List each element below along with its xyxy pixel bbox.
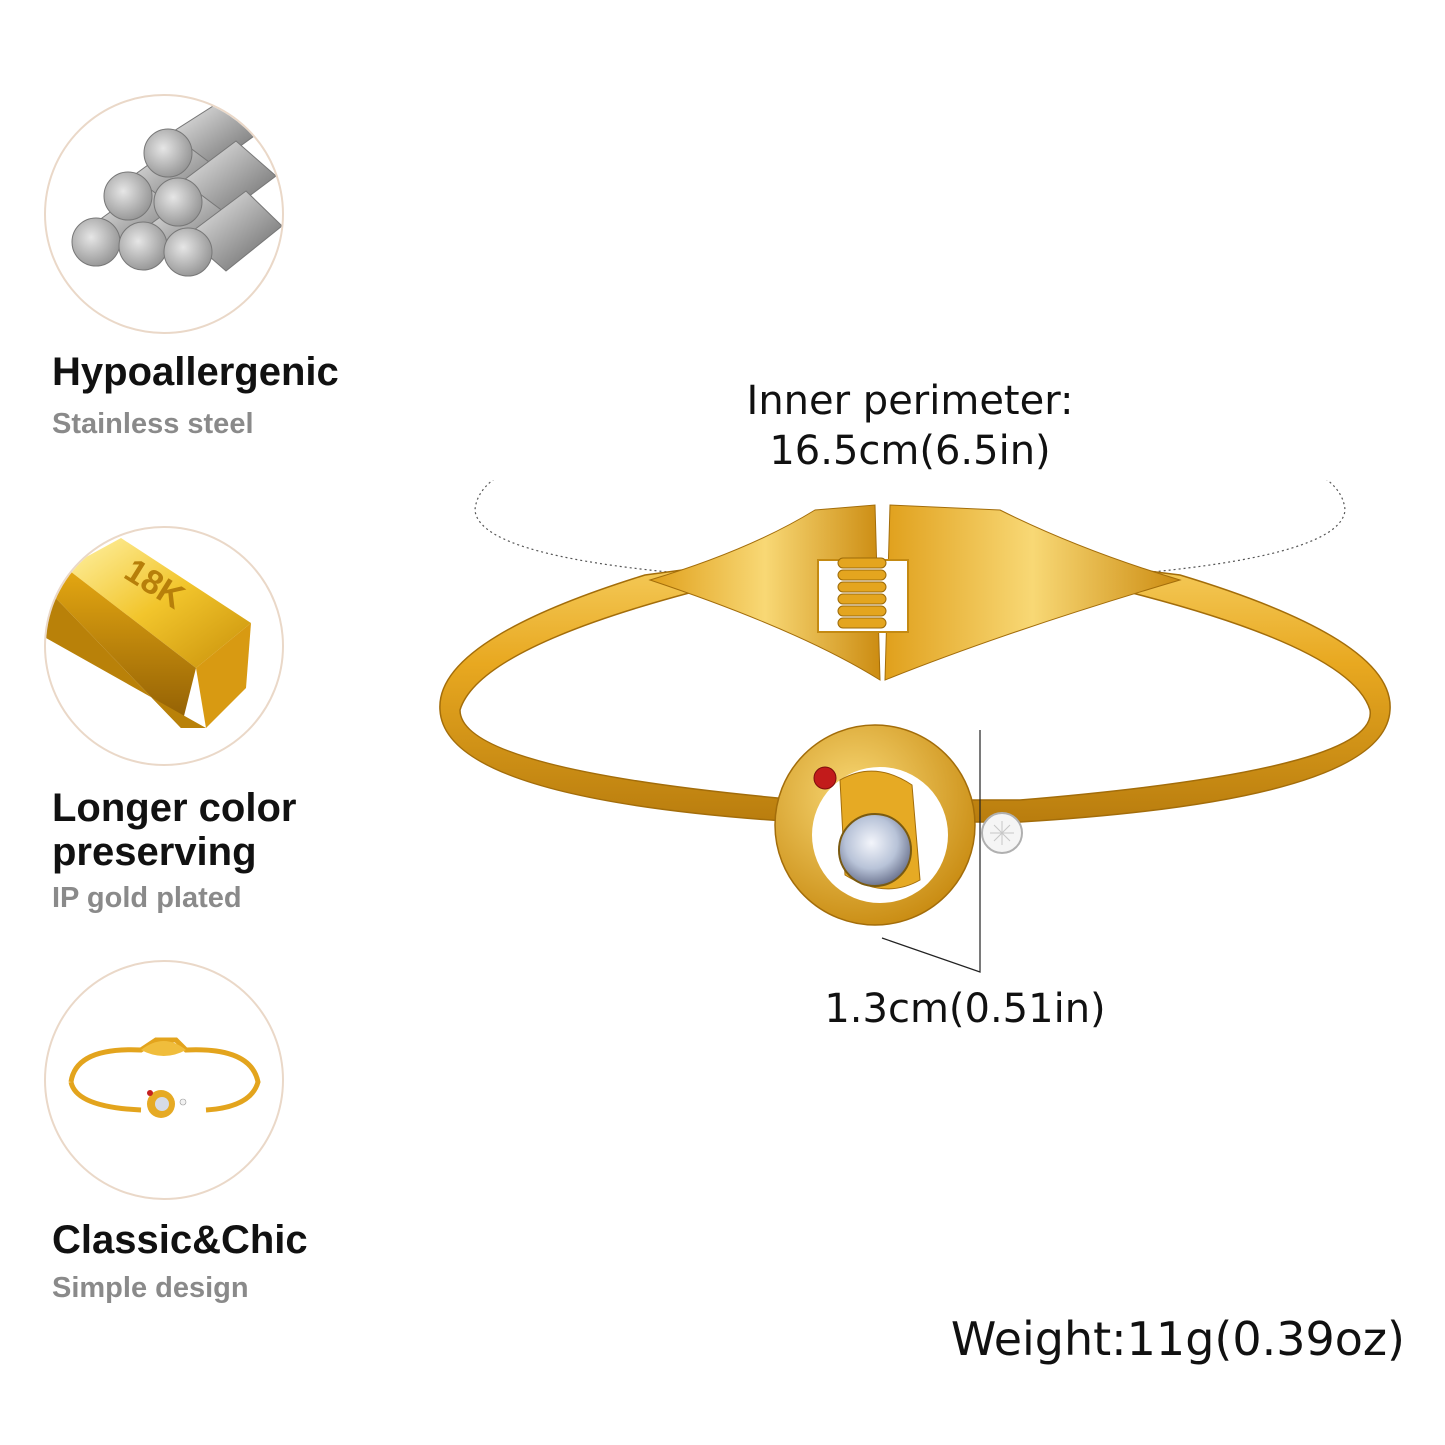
steel-rods-icon xyxy=(71,100,282,277)
hinge-plate-left xyxy=(648,504,881,681)
red-gem xyxy=(813,766,837,790)
gold-bar-image: 18K xyxy=(44,526,284,766)
weight-label: Weight:11g(0.39oz) xyxy=(950,1312,1405,1366)
feature-subtitle-simple: Simple design xyxy=(52,1272,249,1304)
feature-title-color: Longer color preserving xyxy=(52,786,297,874)
hinge-spring xyxy=(817,557,909,633)
bangle-product-image xyxy=(439,480,1391,973)
gold-bar-icon: 18K xyxy=(46,538,251,728)
bangle-band xyxy=(439,534,1391,823)
steel-rods-image xyxy=(44,94,284,334)
perimeter-value: 16.5cm(6.5in) xyxy=(769,428,1051,474)
feature-subtitle-stainless: Stainless steel xyxy=(52,408,254,440)
feature-subtitle-ip-gold: IP gold plated xyxy=(52,882,242,914)
perimeter-label: Inner perimeter: xyxy=(746,378,1074,424)
bangle-thumbnail-icon xyxy=(68,1037,261,1118)
pendant xyxy=(774,724,1023,926)
projection-stone xyxy=(838,813,912,887)
bangle-thumbnail-image xyxy=(44,960,284,1200)
pendant-size-label: 1.3cm(0.51in) xyxy=(824,986,1106,1032)
pendant-dimension-guide xyxy=(881,730,981,973)
hinge-plate-right xyxy=(884,504,1182,681)
feature-title-hypoallergenic: Hypoallergenic xyxy=(52,350,339,394)
feature-title-classic: Classic&Chic xyxy=(52,1218,308,1262)
